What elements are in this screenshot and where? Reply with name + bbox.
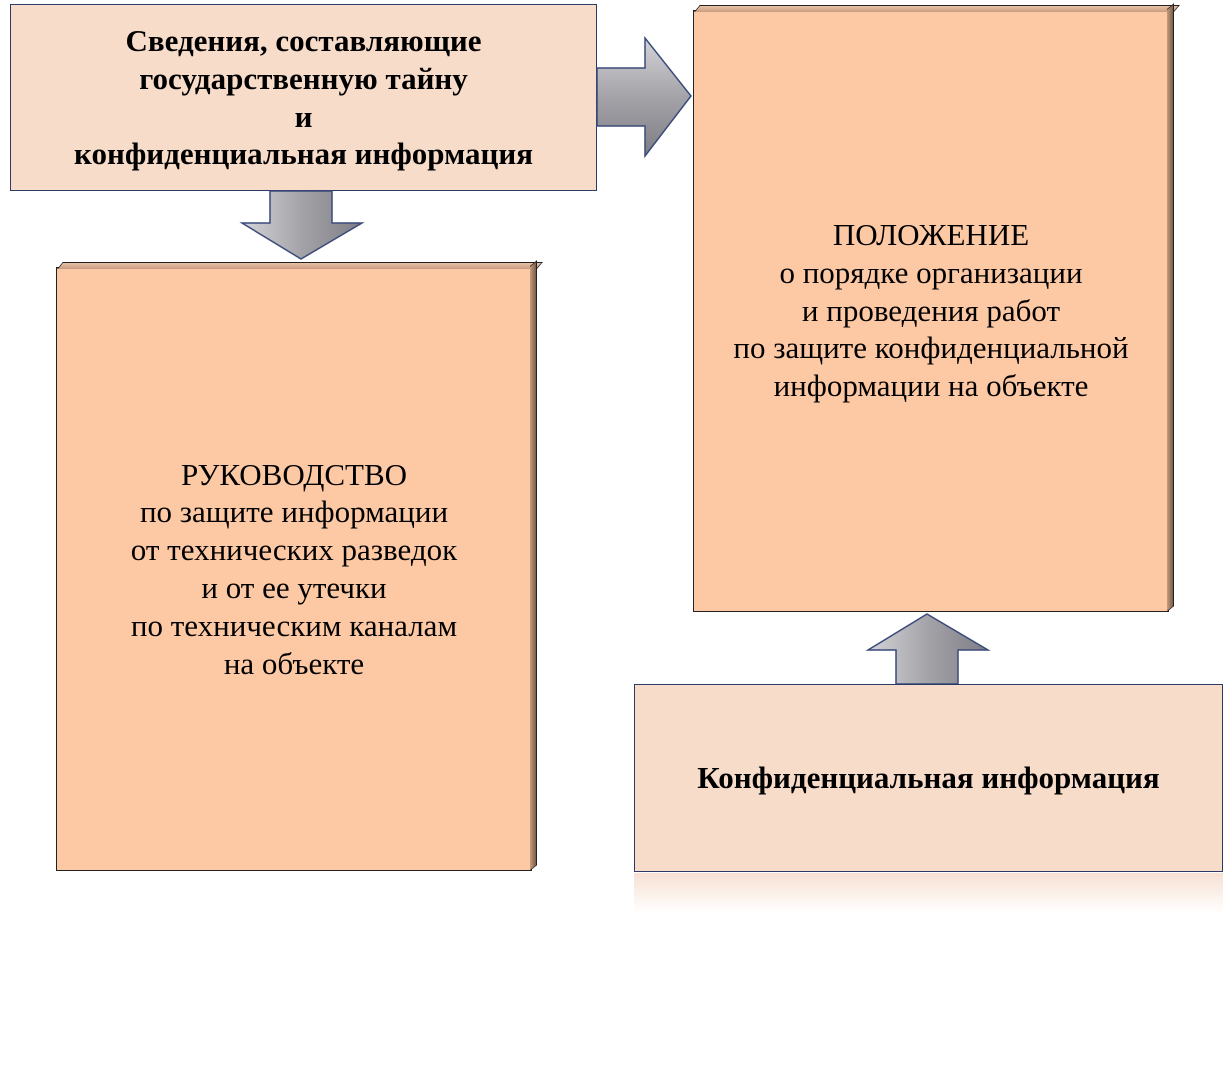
source-box-line-2: государственную тайну <box>139 60 468 96</box>
guide-document-box: РУКОВОДСТВО по защите информации от техн… <box>56 267 532 871</box>
regulation-doc-line-1: ПОЛОЖЕНИЕ <box>832 217 1030 252</box>
arrow-up-icon <box>865 613 991 685</box>
guide-doc-line-1: РУКОВОДСТВО <box>180 456 408 492</box>
guide-doc-line-3: от технических разведок <box>130 532 458 568</box>
source-box-secret-and-confidential: Сведения, составляющие государственную т… <box>10 4 597 191</box>
source-box-line-4: конфиденциальная информация <box>74 136 533 172</box>
confidential-box-reflection <box>634 873 1223 913</box>
regulation-document-box: ПОЛОЖЕНИЕ о порядке организации и провед… <box>693 10 1169 612</box>
guide-doc-line-4: и от ее утечки <box>201 570 387 605</box>
regulation-doc-line-4: по защите конфиденциальной <box>733 330 1129 366</box>
regulation-doc-line-2: о порядке организации <box>779 254 1083 290</box>
guide-doc-line-6: на объекте <box>223 645 365 681</box>
arrow-down-icon <box>239 190 365 260</box>
regulation-doc-line-5: информации на объекте <box>773 368 1089 404</box>
confidential-info-label: Конфиденциальная информация <box>697 760 1160 796</box>
source-box-line-1: Сведения, составляющие <box>125 22 482 58</box>
guide-doc-line-5: по техническим каналам <box>130 607 458 643</box>
guide-doc-line-2: по защите информации <box>139 494 449 530</box>
regulation-doc-line-3: и проведения работ <box>801 292 1061 328</box>
confidential-info-box: Конфиденциальная информация <box>634 684 1223 872</box>
source-box-line-3: и <box>294 98 313 134</box>
arrow-right-icon <box>596 35 692 159</box>
